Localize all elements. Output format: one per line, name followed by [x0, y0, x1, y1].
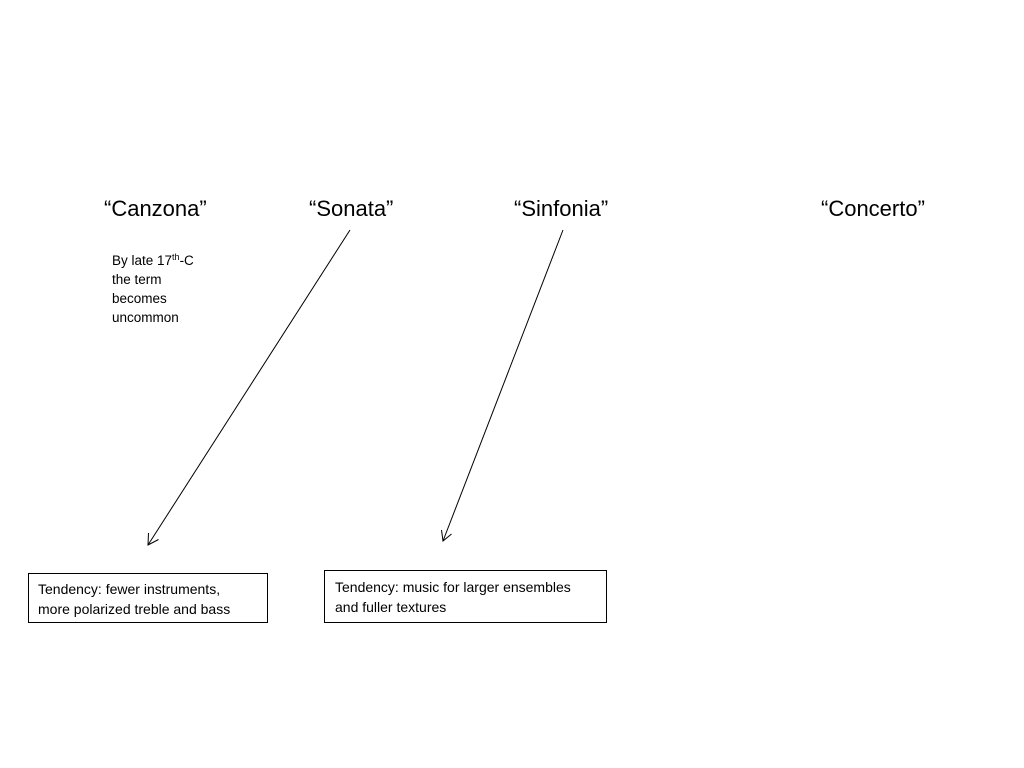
tendency-box-larger-ensembles: Tendency: music for larger ensembles and… — [324, 570, 607, 623]
term-sonata: “Sonata” — [309, 196, 394, 221]
term-canzona: “Canzona” — [104, 196, 207, 221]
box-line-2: more polarized treble and bass — [38, 601, 231, 617]
box-line-1: Tendency: music for larger ensembles — [335, 579, 571, 595]
arrow-head — [147, 532, 159, 546]
canzona-note-line-4: uncommon — [112, 310, 179, 325]
canzona-note: By late 17th-C the term becomes uncommon — [112, 251, 222, 327]
box-line-2: and fuller textures — [335, 599, 447, 615]
term-concerto: “Concerto” — [821, 196, 925, 221]
tendency-box-fewer-instruments: Tendency: fewer instruments, more polari… — [28, 573, 268, 623]
canzona-note-line-2: the term — [112, 272, 162, 287]
canzona-note-line-3: becomes — [112, 291, 167, 306]
arrow-head — [441, 529, 452, 542]
arrow-sinfonia-to-larger-ensembles — [441, 229, 564, 542]
term-sinfonia: “Sinfonia” — [514, 196, 609, 221]
arrow-shaft — [442, 229, 564, 542]
box-line-1: Tendency: fewer instruments, — [38, 581, 221, 597]
ordinal-superscript: th — [172, 252, 180, 262]
canzona-note-line-1: By late 17th-C — [112, 252, 194, 269]
